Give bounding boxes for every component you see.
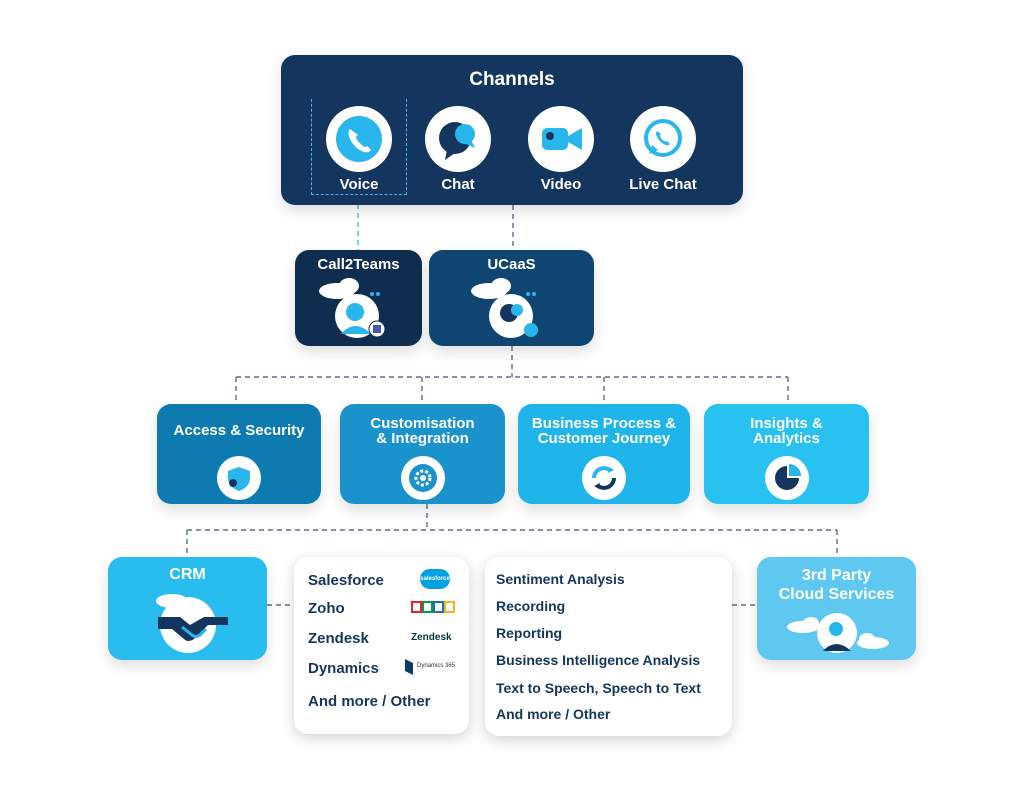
insights-title-line1: Insights &: [750, 415, 823, 432]
channel-label: Live Chat: [629, 176, 697, 193]
customisation-integration-box[interactable]: Customisation & Integration: [340, 404, 505, 504]
voice-highlight-frame: [311, 99, 407, 195]
voice-icon: [326, 106, 392, 172]
dynamics-logo-text: Dynamics 365: [417, 663, 456, 669]
list-item: Salesforce: [308, 572, 384, 589]
handshake-icon: [156, 594, 228, 653]
ucaas-box[interactable]: UCaaS: [429, 250, 594, 346]
channels-panel: Channels Voice Chat: [281, 55, 743, 205]
channel-label: Video: [540, 176, 582, 193]
list-item: Reporting: [496, 625, 563, 641]
refresh-cycle-icon: [582, 456, 626, 500]
chat-icon: [425, 106, 491, 172]
list-item: Zoho: [308, 600, 345, 617]
crm-box[interactable]: CRM: [108, 557, 267, 660]
list-item: Zendesk: [308, 630, 369, 647]
call2teams-title: Call2Teams: [317, 256, 400, 273]
agent-headset-icon: [319, 278, 386, 338]
channels-title: Channels: [469, 69, 555, 90]
list-item: And more / Other: [496, 706, 611, 722]
access-security-title: Access & Security: [173, 422, 305, 439]
customisation-title-line2: & Integration: [376, 430, 469, 447]
third-party-cloud-box[interactable]: 3rd Party Cloud Services: [757, 557, 916, 660]
gear-icon: [400, 456, 445, 500]
third-party-title-line2: Cloud Services: [778, 586, 895, 603]
third-party-title-line1: 3rd Party: [801, 567, 872, 584]
pie-chart-icon: [764, 456, 809, 500]
customisation-title-line1: Customisation: [370, 415, 475, 432]
video-camera-icon: [528, 106, 594, 172]
list-item: Sentiment Analysis: [496, 571, 625, 587]
dynamics-logo-icon: [405, 659, 413, 675]
ucaas-title: UCaaS: [487, 256, 536, 273]
zoho-logo: [411, 601, 455, 613]
insights-title-line2: Analytics: [753, 430, 820, 447]
agent-chat-icon: [471, 278, 538, 338]
list-item: Recording: [496, 598, 566, 614]
insights-analytics-box[interactable]: Insights & Analytics: [704, 404, 869, 504]
salesforce-logo: salesforce: [420, 569, 450, 589]
shield-icon: [217, 456, 261, 500]
channel-label: Voice: [339, 176, 379, 193]
list-item: And more / Other: [308, 693, 431, 710]
business-process-box[interactable]: Business Process & Customer Journey: [518, 404, 690, 504]
list-item: Dynamics: [308, 660, 379, 677]
call2teams-box[interactable]: Call2Teams: [295, 250, 422, 346]
zendesk-logo: Zendesk: [411, 632, 452, 643]
channel-label: Chat: [441, 176, 475, 193]
business-process-title-line1: Business Process &: [531, 415, 677, 432]
business-process-title-line2: Customer Journey: [537, 430, 671, 447]
list-item: Business Intelligence Analysis: [496, 652, 701, 668]
access-security-box[interactable]: Access & Security: [157, 404, 321, 504]
services-list: Sentiment Analysis Recording Reporting B…: [485, 557, 732, 736]
cloud-agent-icon: [787, 613, 889, 653]
crm-title: CRM: [169, 566, 206, 583]
whatsapp-icon: [630, 106, 696, 172]
list-item: Text to Speech, Speech to Text: [496, 680, 701, 696]
crm-integrations-list: Salesforce Zoho Zendesk Dynamics And mor…: [294, 557, 469, 734]
